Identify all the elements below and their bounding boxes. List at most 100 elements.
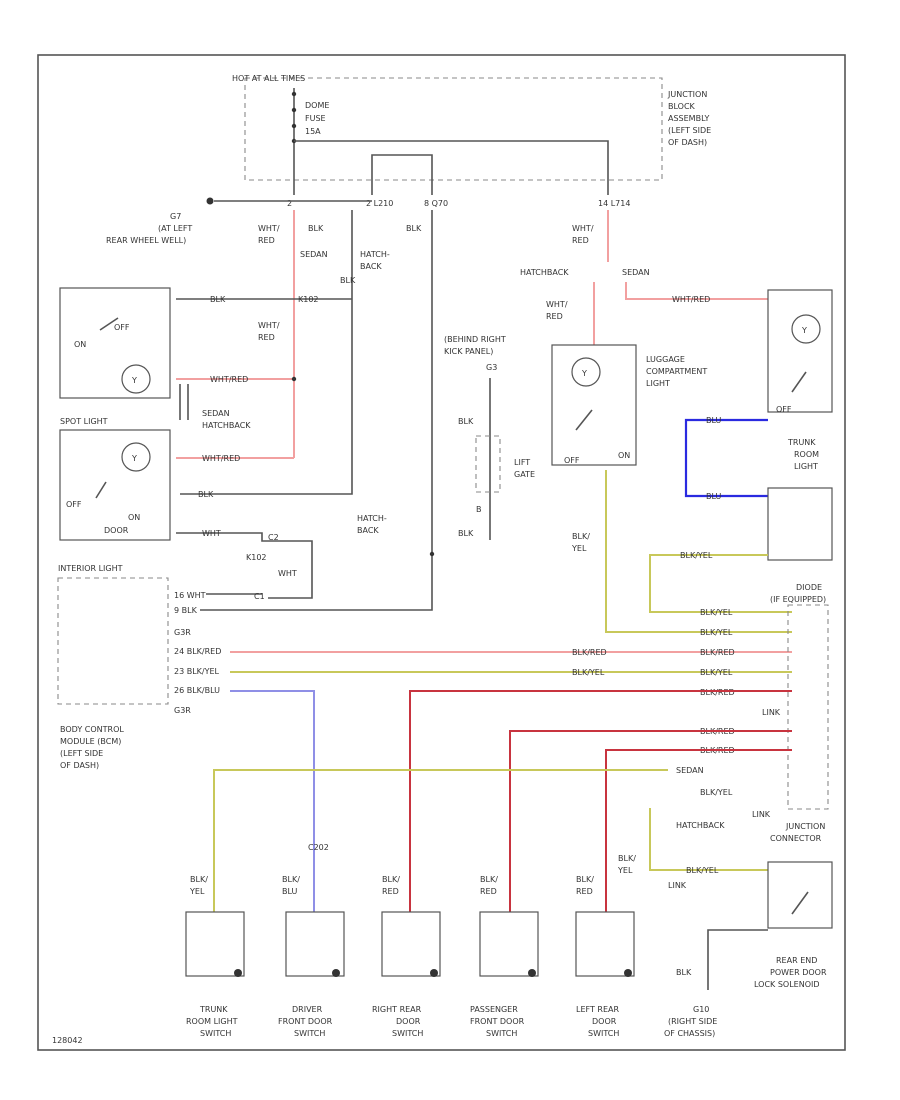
dome-switch-arm <box>99 317 119 331</box>
interior-pin23-label: 23 BLK/YEL <box>174 667 220 676</box>
luggage-title-3: LIGHT <box>646 379 670 388</box>
diode-label-1: DIODE <box>796 583 822 592</box>
trunk-switch-caption-2: ROOM LIGHT <box>186 1017 238 1026</box>
dome-on-label: ON <box>74 340 86 349</box>
internal-loop <box>371 154 433 195</box>
spot-off-label: OFF <box>66 500 82 509</box>
right-link-label-2: LINK <box>752 810 771 819</box>
right-rear-switch-wire-label-1: BLK/ <box>382 875 400 884</box>
lift-gate-pin-b-label: B <box>476 505 482 514</box>
rear-lock-switch-arm <box>791 891 809 915</box>
spot-lamp-glyph: Y <box>131 454 137 463</box>
luggage-blk-yel-label-2: YEL <box>571 544 587 553</box>
right-blk-yel-row-1: BLK/YEL <box>700 608 733 617</box>
trunk-off-label: OFF <box>776 405 792 414</box>
trunk-room-switch-box <box>185 911 245 977</box>
junction-block-label-1: JUNCTION <box>667 90 707 99</box>
sedan-selector-label: SEDAN <box>622 268 650 277</box>
rear-lock-blk-yel-label: BLK/YEL <box>686 866 719 875</box>
driver-switch-caption-2: FRONT DOOR <box>278 1017 333 1026</box>
diagram-frame <box>37 54 846 1051</box>
dome-light-box <box>59 287 171 399</box>
luggage-wht-red-lower-label-2: RED <box>546 312 563 321</box>
dome-off-label: OFF <box>114 323 130 332</box>
rear-lock-bk-yel-label-2: YEL <box>617 866 633 875</box>
right-blk-yel-row-4: BLK/YEL <box>700 788 733 797</box>
blk-label-top: BLK <box>308 224 324 233</box>
right-blk-red-row: BLK/RED <box>700 648 735 657</box>
pin-2-label: 2 L210 <box>366 199 393 208</box>
junction-connector-label-1: JUNCTION <box>785 822 825 831</box>
luggage-switch-arm <box>575 409 593 431</box>
fuse-bus-to-luggage <box>294 140 609 195</box>
bcm-label-1: BODY CONTROL <box>60 725 124 734</box>
rear-lock-blk-label: BLK <box>676 968 692 977</box>
dome-fuse-label-2: FUSE <box>305 114 326 123</box>
lift-gate-blk-lower-label: BLK <box>458 529 474 538</box>
luggage-blk-yel-label-1: BLK/ <box>572 532 590 541</box>
ground-g10-label-3: OF CHASSIS) <box>664 1029 715 1038</box>
hatch-back-label-2: BACK <box>357 526 379 535</box>
trunk-switch-ground <box>234 969 242 977</box>
ground-g10-label-1: G10 <box>693 1005 709 1014</box>
trunk-room-lower-box <box>767 487 833 561</box>
spot-wht-red-label: WHT/RED <box>202 454 240 463</box>
passenger-switch-caption-1: PASSENGER <box>470 1005 518 1014</box>
fuse-node-3 <box>291 123 297 129</box>
wht-red-label-1: WHT/ <box>258 224 280 233</box>
rear-lock-ground-wire <box>707 929 768 990</box>
dome-fuse-label-1: DOME <box>305 101 329 110</box>
driver-switch-wire-label-1: BLK/ <box>282 875 300 884</box>
pin-1-label: 2 <box>287 199 292 208</box>
fuse-node-2 <box>291 107 297 113</box>
driver-switch-wire-label-2: BLU <box>282 887 298 896</box>
ground-g10-label-2: (RIGHT SIDE <box>668 1017 717 1026</box>
trunk-room-light-box <box>767 289 833 413</box>
trunk-lamp-glyph: Y <box>801 326 807 335</box>
right-rear-switch-ground <box>430 969 438 977</box>
luggage-off-label: OFF <box>564 456 580 465</box>
left-rear-switch-wire <box>605 749 792 912</box>
right-link-label: LINK <box>762 708 781 717</box>
k102-lower-label: K102 <box>246 553 267 562</box>
left-rear-switch-box <box>575 911 635 977</box>
driver-switch-caption-1: DRIVER <box>292 1005 323 1014</box>
rear-lock-solenoid-box <box>767 861 833 929</box>
lift-gate-blk-label: BLK <box>458 417 474 426</box>
lift-gate-label-1: LIFT <box>514 458 530 467</box>
ground-g7-label-3: REAR WHEEL WELL) <box>106 236 186 245</box>
bcm-label-2: MODULE (BCM) <box>60 737 121 746</box>
wht-lower-label: WHT <box>278 569 297 578</box>
interior-pin26-label: 26 BLK/BLU <box>174 686 220 695</box>
bcm-blk-blu-wire <box>230 690 315 912</box>
trunk-room-title-1: TRUNK <box>787 438 816 447</box>
passenger-switch-wire-label-2: RED <box>480 887 497 896</box>
pin-3-label: 8 Q70 <box>424 199 448 208</box>
hatchback-wire <box>200 210 433 611</box>
pin-4-label: 14 L714 <box>598 199 630 208</box>
trunk-blu-label-top: BLU <box>706 416 722 425</box>
driver-door-switch-box <box>285 911 345 977</box>
right-rear-switch-caption-2: DOOR <box>396 1017 421 1026</box>
hot-at-all-times-label: HOT AT ALL TIMES <box>232 74 305 83</box>
right-blk-red-row-2: BLK/RED <box>700 688 735 697</box>
left-rear-switch-caption-1: LEFT REAR <box>576 1005 619 1014</box>
junction-block-label-3: ASSEMBLY <box>668 114 709 123</box>
wht-red-label-2: RED <box>258 236 275 245</box>
blk-label-right-top: BLK <box>406 224 422 233</box>
passenger-switch-wire <box>509 730 792 912</box>
hatchback-node <box>429 551 435 557</box>
spot-switch-arm <box>95 481 107 499</box>
rear-lock-label-1: REAR END <box>776 956 817 965</box>
rear-lock-label-2: POWER DOOR <box>770 968 827 977</box>
trunk-lamp-symbol <box>791 314 821 344</box>
left-rear-switch-caption-3: SWITCH <box>588 1029 619 1038</box>
hatchback-selector-label: HATCHBACK <box>520 268 569 277</box>
right-rear-switch-caption-1: RIGHT REAR <box>372 1005 422 1014</box>
luggage-wht-red-label-1: WHT/ <box>572 224 594 233</box>
trunk-switch-wire-label-1: BLK/ <box>190 875 208 884</box>
sedan-label-top: SEDAN <box>300 250 328 259</box>
bcm-label-4: OF DASH) <box>60 761 99 770</box>
rear-lock-label-3: LOCK SOLENOID <box>754 980 820 989</box>
